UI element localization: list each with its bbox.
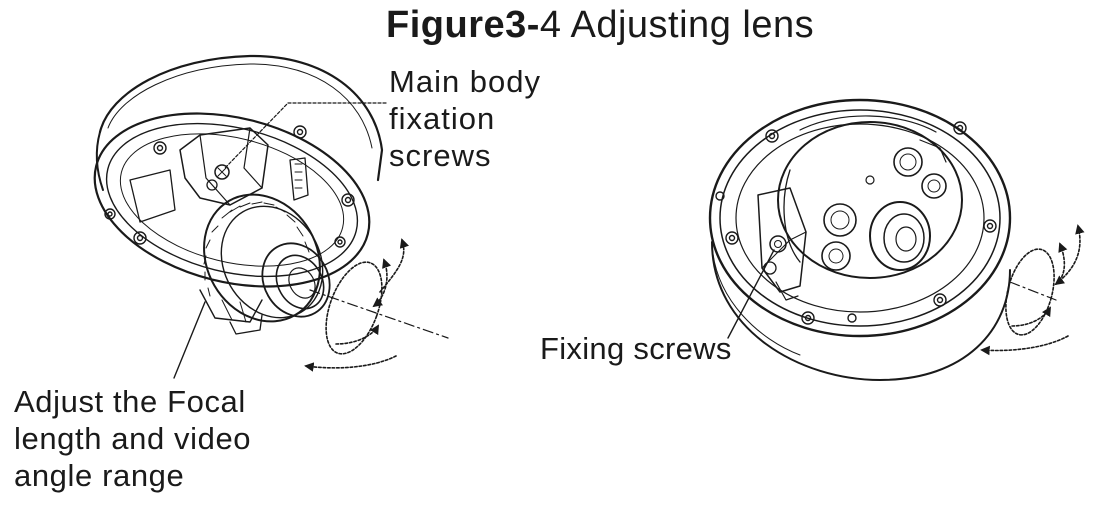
figure-title: Figure3-4 Adjusting lens — [386, 0, 814, 50]
label-line: Adjust the Focal — [14, 384, 246, 419]
label-line: length and video — [14, 421, 252, 456]
right-optical-axis — [1009, 281, 1057, 301]
main-body-leader-line — [224, 102, 387, 169]
figure-caption: 4 Adjusting lens — [539, 4, 815, 46]
figure-number: Figure3- — [386, 4, 540, 46]
main-body-fixation-screws-label: Main body fixation screws — [389, 63, 541, 174]
label-line: Main body — [389, 64, 542, 99]
right-rotation-arrows — [980, 224, 1085, 356]
fixing-screws-label: Fixing screws — [540, 331, 732, 366]
left-rotation-arrows — [304, 238, 409, 372]
right-dome-camera-illustration — [708, 98, 1012, 381]
label-line: angle range — [14, 458, 185, 493]
adjust-leader-line — [173, 301, 206, 379]
label-line: screws — [389, 138, 492, 173]
label-line: fixation — [389, 101, 496, 136]
fixing-screws-leader-line — [727, 249, 775, 339]
left-dome-camera-illustration — [93, 54, 384, 335]
adjust-focal-length-label: Adjust the Focal length and video angle … — [14, 383, 251, 494]
left-optical-axis — [309, 289, 449, 339]
